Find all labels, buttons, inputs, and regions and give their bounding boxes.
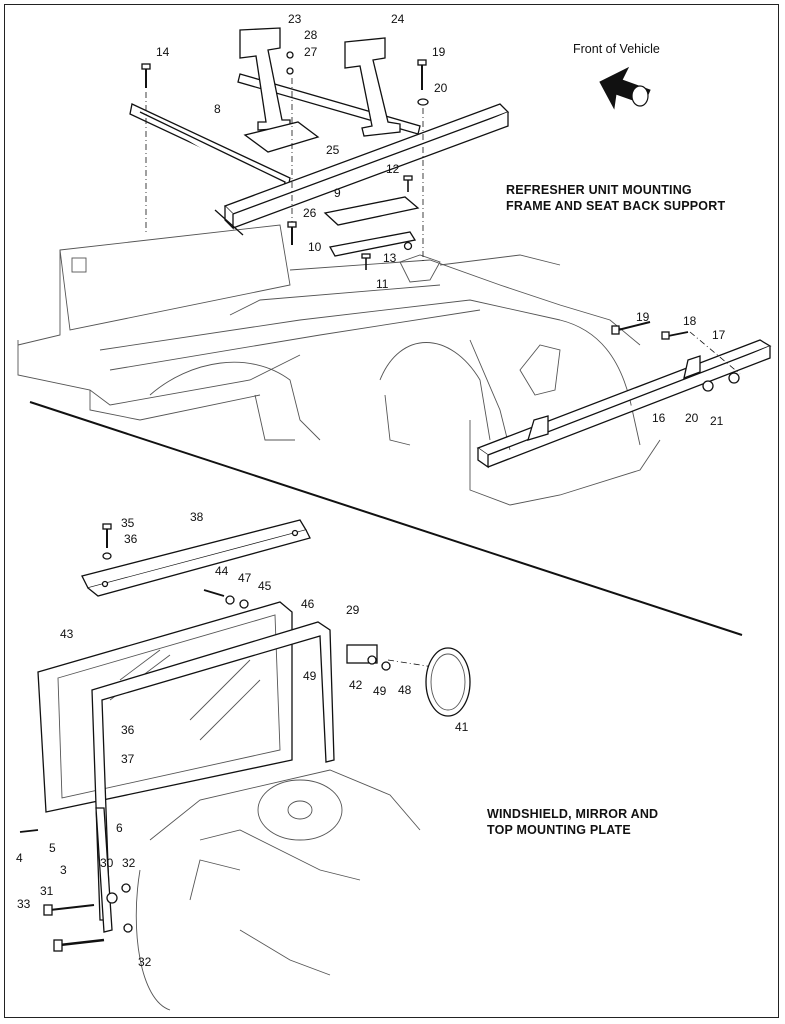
callout-46: 46 bbox=[301, 597, 315, 611]
washer-20 bbox=[702, 380, 714, 392]
section-title-refresher-line2: FRAME AND SEAT BACK SUPPORT bbox=[506, 199, 726, 213]
section-title-windshield: WINDSHIELD, MIRROR AND TOP MOUNTING PLAT… bbox=[487, 806, 658, 838]
washer-27 bbox=[286, 67, 294, 75]
callout-36: 36 bbox=[124, 532, 138, 546]
callout-5: 5 bbox=[49, 841, 56, 855]
callout-33: 33 bbox=[17, 897, 31, 911]
callout-48: 48 bbox=[398, 683, 412, 697]
callout-32: 32 bbox=[122, 856, 136, 870]
callout-18: 18 bbox=[683, 314, 697, 328]
section-title-refresher-line1: REFRESHER UNIT MOUNTING bbox=[506, 183, 692, 197]
callout-3: 3 bbox=[60, 863, 67, 877]
callout-23: 23 bbox=[288, 12, 302, 26]
callout-28: 28 bbox=[304, 28, 318, 42]
front-arrow-icon bbox=[599, 66, 651, 110]
callout-14: 14 bbox=[156, 45, 170, 59]
bolt-19-lower bbox=[611, 321, 651, 335]
section-divider bbox=[29, 401, 743, 636]
callout-21: 21 bbox=[710, 414, 724, 428]
washer-49 bbox=[367, 655, 377, 665]
callout-43: 43 bbox=[60, 627, 74, 641]
callout-8: 8 bbox=[214, 102, 221, 116]
callout-12: 12 bbox=[386, 162, 400, 176]
plate-9 bbox=[323, 196, 420, 226]
callout-31: 31 bbox=[40, 884, 54, 898]
callout-41: 41 bbox=[455, 720, 469, 734]
callout-4: 4 bbox=[16, 851, 23, 865]
callout-29: 29 bbox=[346, 603, 360, 617]
callout-11: 11 bbox=[376, 277, 389, 291]
callout-44: 44 bbox=[215, 564, 229, 578]
bolt-19 bbox=[417, 59, 429, 106]
callout-10: 10 bbox=[308, 240, 322, 254]
callout-37: 37 bbox=[121, 752, 135, 766]
section-title-windshield-line1: WINDSHIELD, MIRROR AND bbox=[487, 807, 659, 821]
callout-35: 35 bbox=[121, 516, 135, 530]
callout-45: 45 bbox=[258, 579, 272, 593]
bolt-35 bbox=[102, 523, 112, 560]
callout-49-windshield: 49 bbox=[303, 669, 317, 683]
chassis-outline bbox=[17, 224, 661, 506]
frame-8 bbox=[129, 73, 510, 236]
callout-20-lower: 20 bbox=[685, 411, 699, 425]
callout-19-lower: 19 bbox=[636, 310, 650, 324]
nut-48 bbox=[381, 661, 391, 671]
callout-49-mirror: 49 bbox=[373, 684, 387, 698]
cross-tube-16 bbox=[476, 339, 772, 469]
callout-13: 13 bbox=[383, 251, 397, 265]
bolt-14 bbox=[141, 63, 151, 88]
seat-back-bracket-24 bbox=[344, 37, 401, 137]
callout-25: 25 bbox=[326, 143, 340, 157]
bolt-18 bbox=[661, 331, 689, 340]
callout-16: 16 bbox=[652, 411, 666, 425]
callout-27: 27 bbox=[304, 45, 318, 59]
plate-10 bbox=[328, 231, 417, 257]
top-mounting-plate-38 bbox=[81, 519, 311, 597]
nut-13 bbox=[403, 241, 413, 251]
section-title-refresher: REFRESHER UNIT MOUNTING FRAME AND SEAT B… bbox=[506, 182, 725, 214]
callout-20: 20 bbox=[434, 81, 448, 95]
callout-17: 17 bbox=[712, 328, 726, 342]
bolt-44 bbox=[203, 589, 249, 609]
callout-24: 24 bbox=[391, 12, 405, 26]
bolt-11 bbox=[361, 253, 371, 270]
callout-9: 9 bbox=[334, 186, 341, 200]
lower-fasteners bbox=[19, 829, 133, 952]
callout-30: 30 bbox=[100, 856, 114, 870]
mirror-41 bbox=[425, 647, 471, 717]
front-of-vehicle-label: Front of Vehicle bbox=[573, 42, 660, 56]
callout-47: 47 bbox=[238, 571, 252, 585]
section-title-windshield-line2: TOP MOUNTING PLATE bbox=[487, 823, 631, 837]
callout-38: 38 bbox=[190, 510, 204, 524]
page-border bbox=[4, 4, 779, 1018]
nut-28 bbox=[286, 51, 294, 59]
nut-21 bbox=[728, 372, 740, 384]
dash-steering-outline bbox=[135, 769, 421, 1011]
callout-42: 42 bbox=[349, 678, 363, 692]
plate-25 bbox=[243, 121, 320, 153]
bolt-12 bbox=[403, 175, 413, 192]
callout-36-lower: 36 bbox=[121, 723, 135, 737]
callout-32-lower: 32 bbox=[138, 955, 152, 969]
callout-19: 19 bbox=[432, 45, 446, 59]
callout-26: 26 bbox=[303, 206, 317, 220]
callout-6: 6 bbox=[116, 821, 123, 835]
windshield-43 bbox=[37, 601, 293, 813]
bolt-26 bbox=[287, 221, 297, 245]
